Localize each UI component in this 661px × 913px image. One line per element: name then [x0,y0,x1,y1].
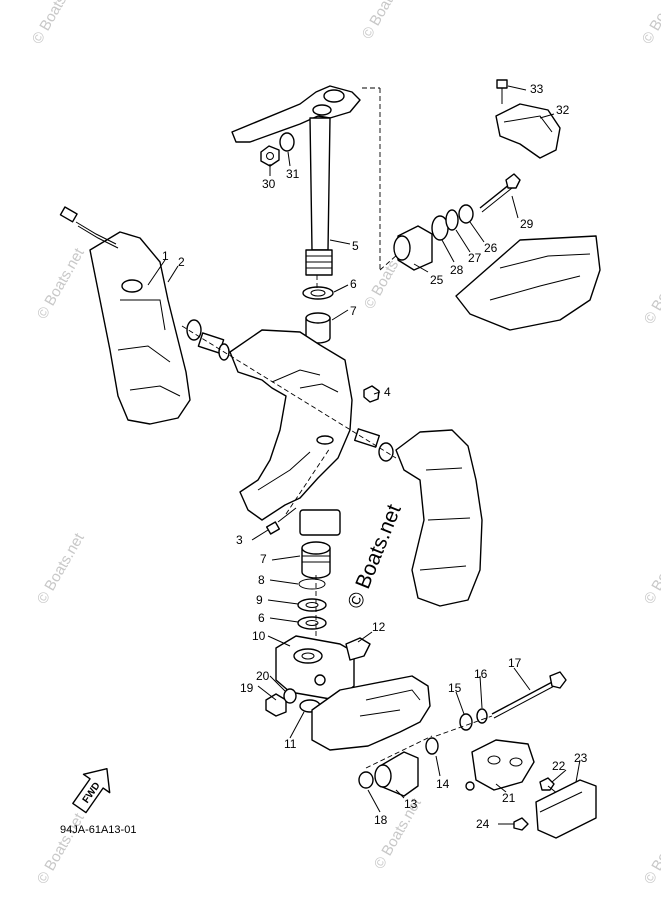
reference-code: 94JA-61A13-01 [60,824,136,836]
washer-14-ring [425,737,439,755]
callout-7-lower: 7 [260,552,267,566]
callout-18: 18 [374,813,388,827]
callout-14: 14 [436,777,450,791]
rubber-mount-13 [374,751,419,797]
callout-24: 24 [476,817,490,831]
cap-19 [265,693,287,717]
callout-28: 28 [450,263,464,277]
callout-7-top: 7 [350,304,357,318]
watermark-bottom-left: © Boats.net [34,810,88,887]
fwd-arrow-icon: FWD [72,768,111,814]
nut-4 [363,385,380,403]
callout-17: 17 [508,656,522,670]
washer-6-lower [297,616,327,630]
washer-9 [297,598,327,612]
screw-24 [513,817,529,831]
lower-mount-housing [311,675,431,751]
callout-12: 12 [372,620,386,634]
cover-23 [535,779,597,839]
callout-23: 23 [574,751,588,765]
watermark-center: © Boats.net [343,501,406,612]
steering-arm-assembly [231,85,361,276]
leader-lines [147,85,581,825]
callout-21: 21 [502,791,516,805]
bushing-7-lower [301,541,331,579]
callout-5: 5 [352,239,359,253]
callout-labels: 1 2 3 4 5 6 7 8 9 6 7 10 11 12 13 14 15 … [162,82,588,831]
washer-27 [445,209,459,231]
watermark-left-2: © Boats.net [34,530,88,607]
callout-6-lower: 6 [258,611,265,625]
mount-bracket-21 [465,739,535,791]
callout-30: 30 [262,177,276,191]
washer-26 [458,204,474,224]
callout-3: 3 [236,533,243,547]
watermark-top-center: © Boats.net [359,0,413,42]
callout-29: 29 [520,217,534,231]
tilt-tube-left [186,319,230,361]
o-ring-8 [298,578,326,590]
washer-31 [279,132,295,152]
washer-18 [358,771,374,789]
swivel-bracket [229,329,353,536]
upper-mount-25 [393,225,433,271]
callout-13: 13 [404,797,418,811]
watermark-left-1: © Boats.net [34,245,88,322]
watermark-right-1: © Boats.net [641,250,661,327]
callout-10: 10 [252,629,266,643]
engine-base [455,235,601,331]
trim-cable [59,206,119,249]
watermark-top-left: © Boats.net [29,0,83,47]
callout-1: 1 [162,249,169,263]
nut-30 [260,145,280,167]
washer-16 [476,708,488,724]
callout-32: 32 [556,103,570,117]
callout-8: 8 [258,573,265,587]
callout-33: 33 [530,82,544,96]
bolt-3 [265,507,297,535]
bushing-7-top [305,312,331,344]
steering-yoke-10 [275,635,355,701]
callout-25: 25 [430,273,444,287]
callout-11: 11 [284,737,297,751]
watermark-right-2: © Boats.net [641,530,661,607]
clamp-bracket-right [395,429,483,607]
clip-12 [345,637,371,661]
callout-27: 27 [468,251,482,265]
callout-26: 26 [484,241,498,255]
washer-15 [459,713,473,731]
callout-9: 9 [256,593,263,607]
bolt-29 [479,173,521,213]
bracket-32 [495,103,561,159]
callout-2: 2 [178,255,185,269]
callout-20: 20 [256,669,270,683]
clamp-bracket-left [89,231,191,425]
callout-31: 31 [286,167,300,181]
watermark-bottom-right: © Boats.net [641,810,661,887]
callout-16: 16 [474,667,488,681]
callout-22: 22 [552,759,566,773]
watermark-top-right: © Boats.net [639,0,661,47]
callout-6-top: 6 [350,277,357,291]
bolt-33 [496,79,508,104]
washer-6-top [302,286,334,300]
callout-19: 19 [240,681,254,695]
callout-4: 4 [384,385,391,399]
tilt-tube-right [353,428,394,462]
bolt-17 [491,671,567,719]
callout-15: 15 [448,681,462,695]
washer-20 [283,688,297,704]
